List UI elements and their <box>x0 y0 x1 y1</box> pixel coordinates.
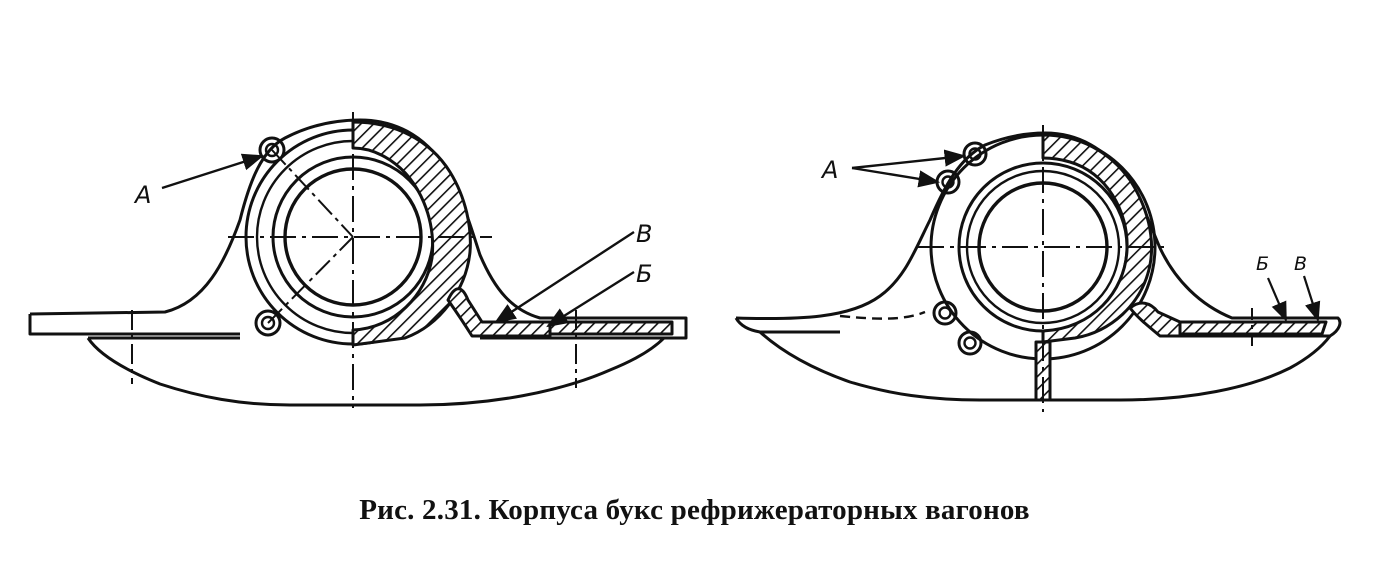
left-body-outline <box>28 118 688 340</box>
left-label-v: B <box>636 220 652 248</box>
left-support-cradle <box>86 336 666 407</box>
right-axle-box-view <box>734 125 1342 412</box>
left-lug-top <box>258 136 286 164</box>
right-lug-bottom-1-hole <box>938 306 952 320</box>
right-lug-top-2-hole <box>941 175 955 189</box>
right-body-outline <box>735 131 1342 338</box>
left-diag-2 <box>267 236 354 324</box>
left-lug-bottom <box>254 309 282 337</box>
right-lower-web <box>1128 301 1182 338</box>
left-label-b: Б <box>636 260 652 288</box>
left-axle-box-view <box>28 112 688 408</box>
right-dashed-edge <box>839 310 926 320</box>
right-leader-v <box>1302 275 1321 322</box>
left-diag-1 <box>271 149 354 238</box>
right-support-cradle <box>758 330 1332 402</box>
right-lug-bottom-1 <box>932 300 958 326</box>
left-flange-hatch <box>548 320 674 336</box>
right-lug-bottom-2 <box>957 330 983 356</box>
right-label-b: Б <box>1256 253 1269 275</box>
right-lug-top-1-hole <box>968 147 982 161</box>
left-label-a: A <box>133 181 151 209</box>
right-lug-bottom-2-hole <box>963 336 977 350</box>
right-label-v: B <box>1294 253 1307 275</box>
left-lug-top-hole <box>264 142 280 158</box>
right-leader-a1 <box>851 149 967 170</box>
figure-caption: Рис. 2.31. Корпуса букс рефрижераторных … <box>359 494 1030 526</box>
right-leader-b <box>1266 277 1288 322</box>
left-hatched-section <box>351 120 472 347</box>
left-leader-b <box>546 270 635 328</box>
left-leader-a <box>161 153 265 190</box>
left-leader-v <box>494 230 635 324</box>
left-lug-bottom-hole <box>260 315 276 331</box>
right-label-a: A <box>820 156 838 184</box>
right-leader-a2 <box>851 166 941 188</box>
right-body-left-lip <box>734 317 840 334</box>
